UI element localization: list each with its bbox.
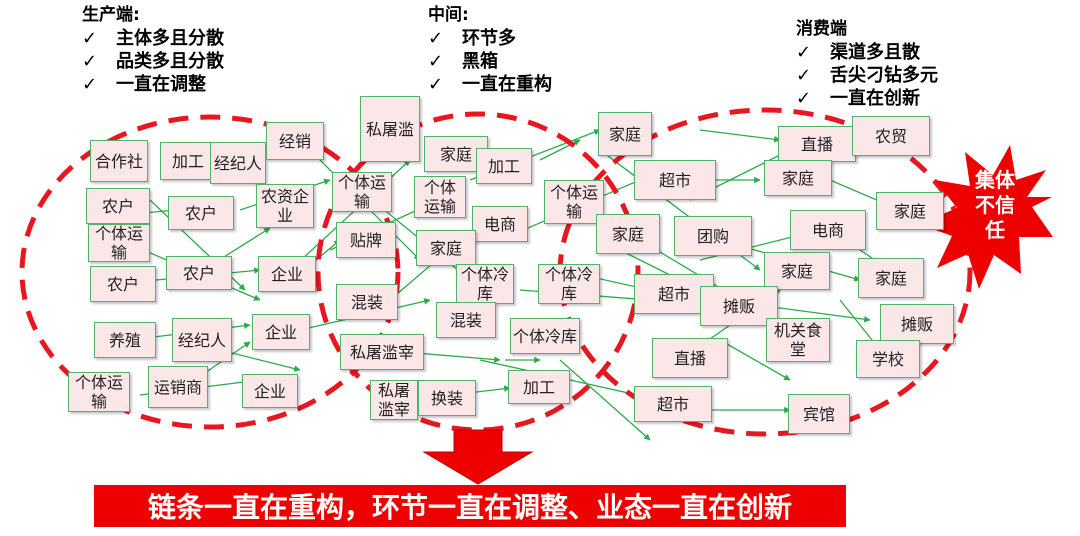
conclusion-banner: 链条一直在重构，环节一直在调整、业态一直在创新 [94, 485, 846, 527]
check-icon: ✓ [796, 65, 812, 86]
node-chaoshi-1: 超市 [634, 160, 716, 200]
check-icon: ✓ [82, 51, 98, 72]
distrust-burst-shape [919, 145, 1053, 289]
check-icon: ✓ [428, 51, 444, 72]
node-chaoshi-2: 超市 [634, 274, 714, 314]
node-binguan: 宾馆 [788, 394, 850, 434]
node-getilengku-3: 个体冷库 [538, 264, 600, 304]
flow-arrow [699, 129, 781, 143]
node-nonghu-1: 农户 [86, 188, 150, 224]
check-icon: ✓ [428, 74, 444, 95]
node-getiyunshu-1: 个体运输 [88, 224, 150, 262]
consumer-item: ✓一直在创新 [796, 88, 920, 109]
node-jiguan-shitang: 机关食堂 [766, 318, 830, 362]
node-chaoshi-3: 超市 [634, 386, 712, 422]
node-xuexiao: 学校 [856, 340, 920, 378]
flow-arrow [559, 359, 651, 441]
check-icon: ✓ [796, 42, 812, 63]
consumer-item: ✓舌尖刁钻多元 [796, 65, 938, 86]
node-jiating-3: 家庭 [598, 112, 652, 156]
middle-header: 中间: ✓环节多 ✓黑箱 ✓一直在重构 [428, 4, 552, 96]
consumer-item: ✓渠道多且散 [796, 42, 920, 63]
node-getiyunshu-4: 个体运输 [414, 176, 466, 218]
middle-circle [315, 111, 641, 433]
down-arrow-icon [422, 429, 534, 485]
check-icon: ✓ [428, 28, 444, 49]
consumer-header: 消费端 ✓渠道多且散 ✓舌尖刁钻多元 ✓一直在创新 [796, 18, 938, 110]
node-sizhai: 私屠滥宰 [340, 334, 424, 370]
node-nonghu-4: 农户 [166, 256, 232, 290]
distrust-label: 集体不信任 [975, 168, 1015, 242]
node-yunxiaoshang: 运销商 [148, 366, 208, 408]
node-jingxiao: 经销 [266, 122, 324, 160]
middle-item: ✓环节多 [428, 28, 516, 49]
node-getiyunshu-5: 个体运输 [544, 180, 604, 224]
node-getiyunshu-2: 个体运输 [68, 372, 130, 412]
middle-title: 中间: [428, 5, 469, 25]
check-icon: ✓ [796, 88, 812, 109]
producer-item: ✓品类多且分散 [82, 51, 224, 72]
node-jiating-8: 家庭 [858, 258, 924, 298]
middle-item: ✓一直在重构 [428, 74, 552, 95]
node-qiye-2: 企业 [252, 314, 310, 350]
node-yangzhi: 养殖 [94, 322, 156, 358]
node-siju-bot: 私屠滥宰 [370, 380, 418, 420]
node-hezuoshe: 合作社 [90, 140, 148, 182]
node-nonghu-3: 农户 [90, 266, 156, 302]
node-qiye-3: 企业 [242, 374, 298, 408]
node-jiating-2: 家庭 [416, 230, 476, 266]
node-nongzi-qiye: 农资企业 [256, 184, 314, 228]
producer-item: ✓主体多且分散 [82, 28, 224, 49]
node-jiating-5: 家庭 [876, 192, 944, 230]
node-zhibo-2: 直播 [652, 338, 728, 378]
node-huanzhuang: 换装 [418, 380, 476, 416]
node-getilengku-1: 个体冷库 [456, 264, 514, 304]
node-getilengku-2: 个体冷库 [510, 318, 580, 354]
node-jiating-4: 家庭 [764, 160, 832, 196]
node-jingjiren-2: 经纪人 [172, 318, 232, 362]
node-getiyunshu-3: 个体运输 [332, 172, 392, 212]
producer-header: 生产端: ✓主体多且分散 ✓品类多且分散 ✓一直在调整 [82, 4, 224, 96]
node-jiagong-2: 加工 [476, 148, 532, 184]
node-hunzhuang-1: 混装 [336, 284, 398, 320]
node-nonghu-2: 农户 [168, 196, 234, 230]
node-tiepai: 贴牌 [336, 222, 396, 258]
node-jiating-6: 家庭 [596, 214, 660, 254]
node-tuangou: 团购 [674, 216, 752, 256]
middle-item: ✓黑箱 [428, 51, 498, 72]
check-icon: ✓ [82, 28, 98, 49]
flow-arrow [719, 339, 791, 381]
producer-title: 生产端: [82, 5, 140, 25]
node-qiye-1: 企业 [258, 256, 316, 292]
consumer-title: 消费端 [796, 19, 847, 39]
node-siju-top: 私屠滥 [360, 96, 420, 162]
node-dianshang-2: 电商 [790, 210, 866, 250]
producer-item: ✓一直在调整 [82, 74, 206, 95]
node-jiating-7: 家庭 [764, 252, 830, 290]
node-tanfan-1: 摊贩 [700, 286, 778, 326]
node-jiagong-1: 加工 [160, 142, 216, 180]
node-tanfan-2: 摊贩 [880, 304, 954, 344]
node-hunzhuang-2: 混装 [436, 302, 496, 338]
node-dianshang-1: 电商 [472, 206, 528, 242]
check-icon: ✓ [82, 74, 98, 95]
producer-circle [19, 114, 401, 430]
node-nongmao: 农贸 [852, 116, 930, 156]
node-jiagong-3: 加工 [508, 370, 570, 404]
node-zhibo-1: 直播 [778, 126, 856, 162]
node-jingjiren-1: 经纪人 [210, 142, 266, 184]
